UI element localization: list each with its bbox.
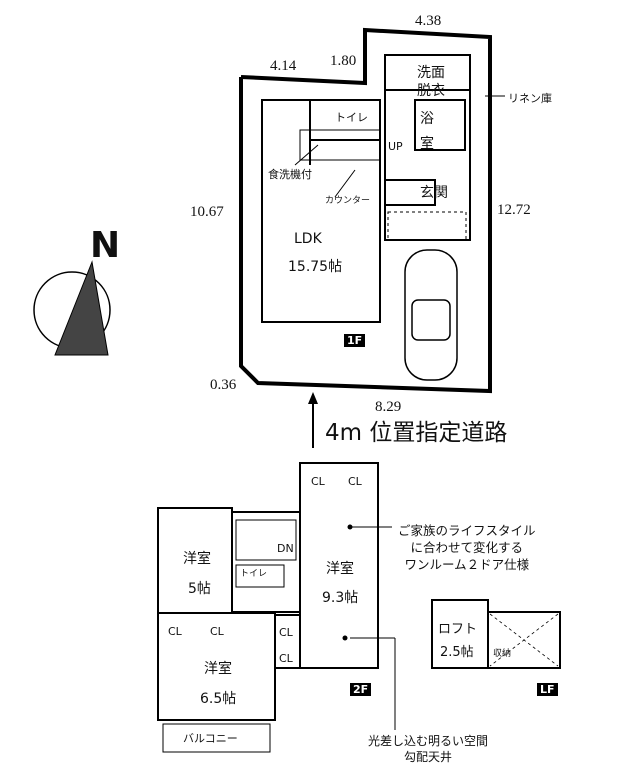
balcony-label: バルコニー xyxy=(183,732,238,745)
light-note-line: 勾配天井 xyxy=(404,750,453,764)
loft-walls xyxy=(431,599,561,669)
closet-label: CL xyxy=(311,475,325,488)
storage-label: 収納 xyxy=(493,649,512,659)
road-label: 4m 位置指定道路 xyxy=(325,420,508,446)
western-room-93-label: 洋室 xyxy=(326,561,354,577)
dishwasher-label: 食洗機付 xyxy=(268,168,312,181)
western-room-65-size: 6.5帖 xyxy=(200,691,237,707)
stairs-up-label: UP xyxy=(388,140,403,153)
closet-label: CL xyxy=(348,475,362,488)
first-floor-walls xyxy=(261,54,471,323)
closet-label: CL xyxy=(168,625,182,638)
linen-label: リネン庫 xyxy=(508,92,552,105)
closet-label: CL xyxy=(279,626,293,639)
compass-icon xyxy=(33,260,111,356)
closet-label: CL xyxy=(210,625,224,638)
toilet-1f-label: トイレ xyxy=(335,111,368,124)
dim-notch: 1.80 xyxy=(330,53,357,69)
dim-bottom-left: 0.36 xyxy=(210,377,237,393)
bath-label: 浴 xyxy=(420,111,434,127)
family-note-line: ワンルーム２ドア仕様 xyxy=(404,557,530,572)
parking-car-icon xyxy=(404,249,458,381)
counter-label: カウンター xyxy=(325,196,371,206)
family-note: ご家族のライフスタイル に合わせて変化する ワンルーム２ドア仕様 xyxy=(398,522,536,573)
dim-top-right: 4.38 xyxy=(415,13,442,29)
loft-label: ロフト xyxy=(438,622,478,637)
floor-badge-loft: LF xyxy=(537,683,558,696)
washroom-label: 洗面 xyxy=(417,65,445,81)
closet-label: CL xyxy=(279,652,293,665)
stairs-dn-label: DN xyxy=(277,542,294,555)
loft-size: 2.5帖 xyxy=(440,645,474,660)
second-floor-walls xyxy=(157,462,379,753)
entrance-label: 玄関 xyxy=(420,185,448,201)
ldk-size: 15.75帖 xyxy=(288,259,343,275)
ldk-label: LDK xyxy=(294,231,322,247)
dim-left: 10.67 xyxy=(190,204,224,220)
road-arrow-icon xyxy=(308,392,318,448)
north-label: N xyxy=(90,225,121,266)
floor-badge-2f: 2F xyxy=(350,683,372,696)
washroom-label-2: 脱衣 xyxy=(417,83,445,99)
bath-label-2: 室 xyxy=(420,136,434,152)
dim-top-left: 4.14 xyxy=(270,58,297,74)
family-note-line: に合わせて変化する xyxy=(410,540,524,555)
western-room-5-size: 5帖 xyxy=(188,581,211,597)
dim-right: 12.72 xyxy=(497,202,531,218)
light-note: 光差し込む明るい空間 勾配天井 xyxy=(368,733,488,765)
western-room-93-size: 9.3帖 xyxy=(322,590,359,606)
toilet-2f-label: トイレ xyxy=(240,569,268,579)
family-note-line: ご家族のライフスタイル xyxy=(398,523,536,538)
western-room-65-label: 洋室 xyxy=(204,661,232,677)
site-boundary xyxy=(239,27,492,394)
floor-badge-1f: 1F xyxy=(344,334,366,347)
dim-bottom: 8.29 xyxy=(375,399,402,415)
western-room-5-label: 洋室 xyxy=(183,551,211,567)
light-note-line: 光差し込む明るい空間 xyxy=(368,734,489,748)
